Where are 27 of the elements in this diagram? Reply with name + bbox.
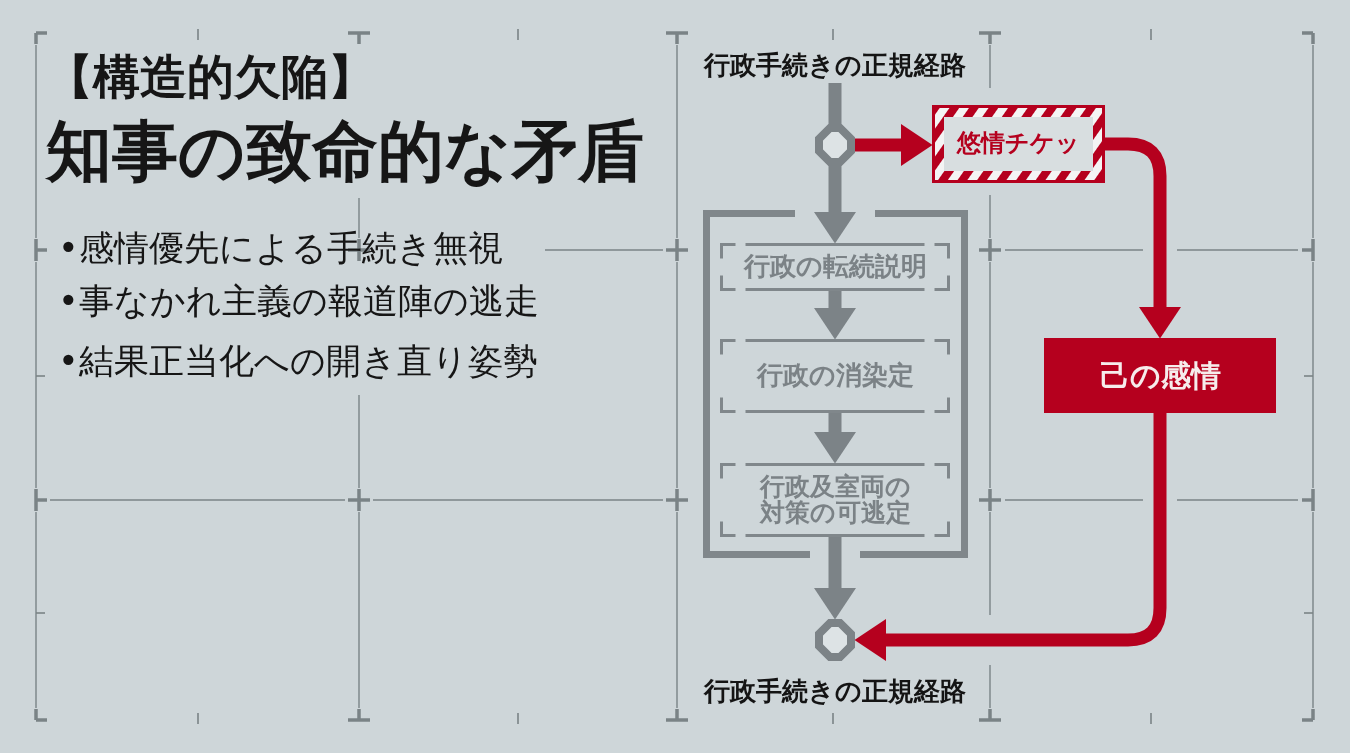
step-box (720, 243, 950, 291)
arrow (814, 166, 856, 244)
octagon-junction (815, 124, 855, 166)
connector-line (828, 83, 842, 124)
node-label: 行政の消染定 (756, 362, 914, 390)
step-box (720, 339, 950, 413)
arrow (855, 124, 933, 166)
node-label: 行政及室両の対策の可逃定 (758, 473, 912, 527)
arrow (854, 413, 1167, 661)
arrow (814, 537, 856, 620)
bullet-item: •事なかれ主義の報道陣の逃走 (58, 280, 539, 322)
title: 知事の致命的な矛盾 (46, 114, 644, 190)
bracket-frame (703, 210, 968, 558)
node-label: 己の感情 (1099, 359, 1221, 392)
arrow (814, 291, 856, 340)
warning-striped-box (932, 105, 1105, 183)
path-label: 行政手続きの正規経路 (690, 47, 980, 83)
process-box (1044, 338, 1276, 413)
node-label: 行政の転続説明 (743, 253, 927, 281)
title-tag: 【構造的欠陥】 (46, 49, 375, 106)
node-label: 悠情チケッ (957, 131, 1080, 157)
path-label: 行政手続きの正規経路 (690, 672, 980, 710)
step-box (720, 463, 950, 537)
bullet-item: •結果正当化への開き直り姿勢 (58, 340, 538, 382)
arrow (814, 413, 856, 464)
bullet-item: •感情優先による手続き無視 (58, 227, 503, 269)
octagon-junction (815, 619, 855, 661)
